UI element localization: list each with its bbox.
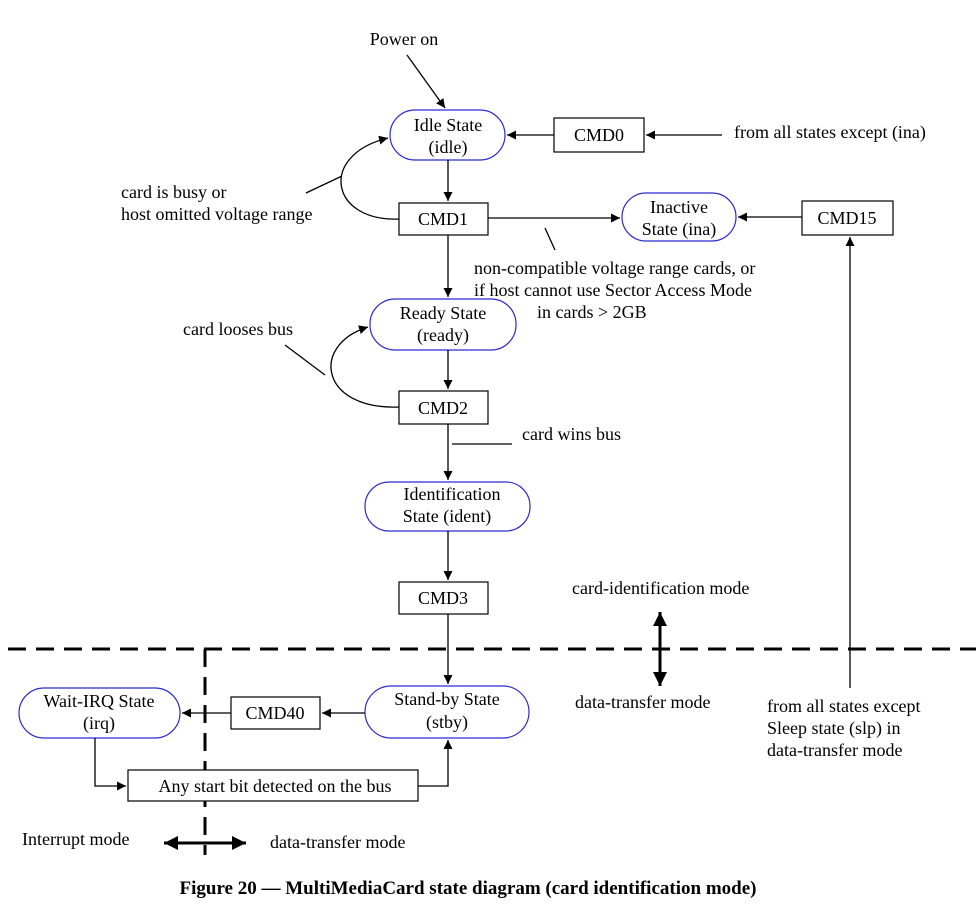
idle-state: Idle State (idle) <box>389 109 506 161</box>
card-wins-bus-label: card wins bus <box>522 424 621 444</box>
idle-state-line1: Idle State <box>414 115 482 135</box>
data-transfer-mode-label: data-transfer mode <box>575 692 710 712</box>
from-all-except-slp-line1: from all states except <box>767 696 920 716</box>
noncompat-line3: in cards > 2GB <box>537 302 647 322</box>
inactive-state-line1: Inactive <box>650 197 708 217</box>
card-busy-pointer <box>305 175 343 194</box>
from-all-except-ina-label: from all states except (ina) <box>734 122 926 143</box>
card-looses-bus-label: card looses bus <box>183 319 293 339</box>
ident-state-line1: Identification <box>404 484 501 504</box>
cmd2-box: CMD2 <box>398 390 489 425</box>
cmd0-box: CMD0 <box>553 117 645 153</box>
irq-state-line2: (irq) <box>83 713 115 734</box>
noncompat-pointer <box>544 227 556 251</box>
stby-state: Stand-by State (stby) <box>364 685 530 739</box>
cmd40-label: CMD40 <box>245 703 304 723</box>
card-busy-line1: card is busy or <box>121 182 226 202</box>
cmd3-box: CMD3 <box>398 581 489 615</box>
card-looses-bus-pointer <box>284 344 326 376</box>
stby-state-line1: Stand-by State <box>394 689 500 709</box>
cmd3-label: CMD3 <box>418 588 468 608</box>
cmd15-box: CMD15 <box>801 200 894 236</box>
power-on-label: Power on <box>370 29 439 49</box>
cmd1-loop-to-idle <box>340 135 400 220</box>
inactive-state: Inactive State (ina) <box>621 192 737 242</box>
ready-state-line1: Ready State <box>400 303 486 323</box>
ready-state: Ready State (ready) <box>369 298 517 351</box>
interrupt-mode-label: Interrupt mode <box>22 829 129 849</box>
card-busy-line2: host omitted voltage range <box>121 204 312 224</box>
data-transfer-mode-bottom-label: data-transfer mode <box>270 832 405 852</box>
cmd1-label: CMD1 <box>418 209 468 229</box>
card-ident-mode-label: card-identification mode <box>572 578 749 598</box>
irq-state: Wait-IRQ State (irq) <box>18 687 181 739</box>
cmd1-box: CMD1 <box>398 202 489 236</box>
from-all-except-slp-line2: Sleep state (slp) in <box>767 718 900 739</box>
inactive-state-line2: State (ina) <box>642 219 716 240</box>
cmd0-label: CMD0 <box>574 125 624 145</box>
startbit-to-stby-arrow <box>418 740 453 787</box>
ident-state-line2: State (ident) <box>403 506 491 527</box>
any-start-bit-label: Any start bit detected on the bus <box>159 776 392 796</box>
stby-state-line2: (stby) <box>426 712 468 733</box>
ident-state: Identification State (ident) <box>364 481 531 532</box>
noncompat-line2: if host cannot use Sector Access Mode <box>474 280 752 300</box>
from-all-except-slp-line3: data-transfer mode <box>767 740 902 760</box>
irq-state-line1: Wait-IRQ State <box>43 691 154 711</box>
any-start-bit-box: Any start bit detected on the bus <box>127 769 419 802</box>
ready-state-line2: (ready) <box>417 325 469 346</box>
irq-to-startbit-arrow <box>94 738 126 791</box>
noncompat-line1: non-compatible voltage range cards, or <box>474 258 755 278</box>
cmd2-label: CMD2 <box>418 398 468 418</box>
power-on-arrow <box>406 54 446 109</box>
cmd40-box: CMD40 <box>230 696 321 730</box>
idle-state-line2: (idle) <box>429 137 468 158</box>
figure-caption: Figure 20 — MultiMediaCard state diagram… <box>180 878 757 899</box>
cmd2-loop-to-ready <box>330 325 400 408</box>
cmd15-label: CMD15 <box>817 208 876 228</box>
